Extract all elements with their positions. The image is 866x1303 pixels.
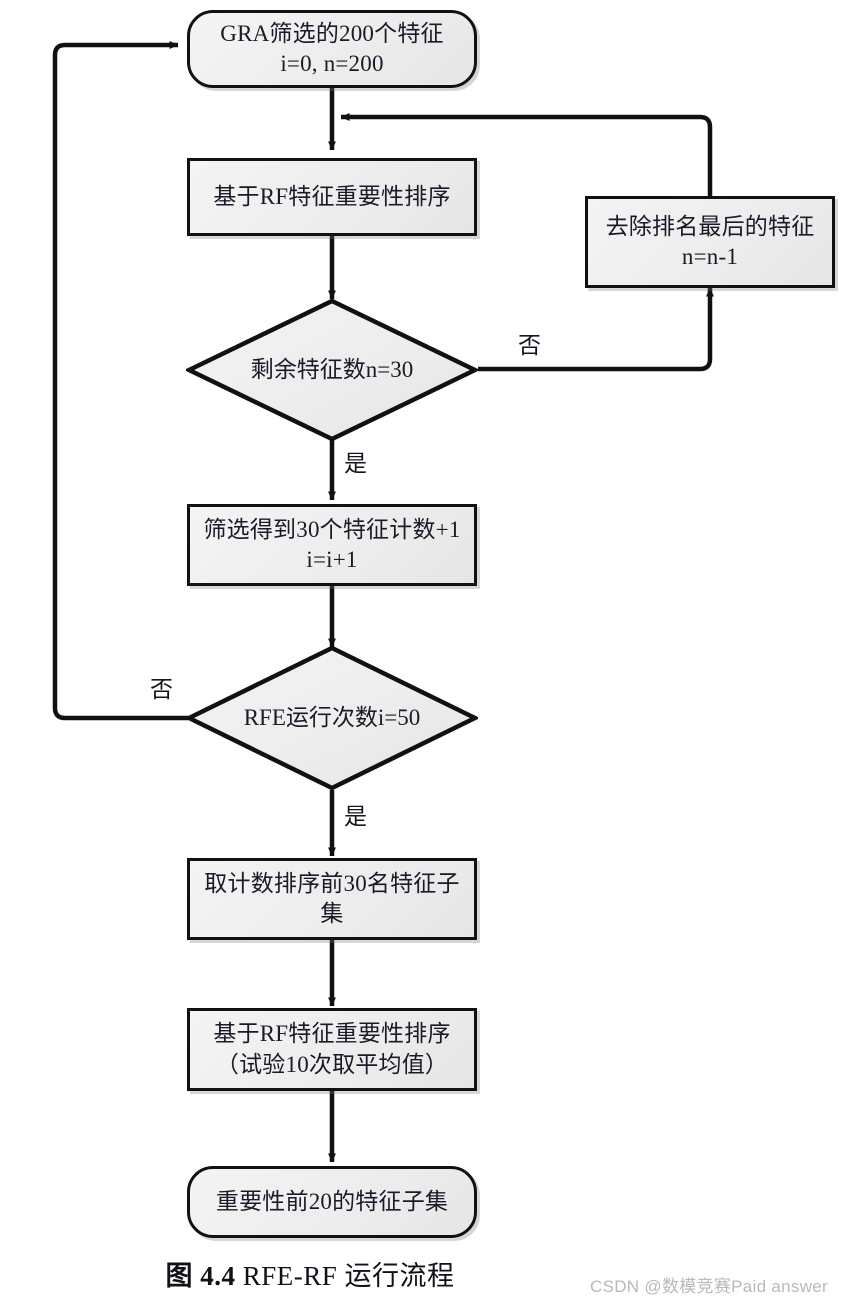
edge-label-check-n-no: 否 [518,333,541,358]
edge-check-i-no-to-start [52,41,188,721]
edge-label-check-i-no: 否 [150,677,173,702]
node-top30-subset-label: 取计数排序前30名特征子 集 [204,870,460,926]
node-check-n-label: 剩余特征数n=30 [250,357,414,383]
check-n-shape [186,298,478,442]
edge-check-n-no-to-remove-last [478,287,714,372]
node-top30-subset[interactable]: 取计数排序前30名特征子 集 [187,858,477,940]
node-remove-last[interactable]: 去除排名最后的特征 n=n-1 [585,196,835,288]
node-start-label: GRA筛选的200个特征 i=0, n=200 [220,20,444,76]
node-rf-rank-1-label: 基于RF特征重要性排序 [213,183,451,209]
node-end[interactable]: 重要性前20的特征子集 [187,1166,477,1238]
node-remove-last-label: 去除排名最后的特征 n=n-1 [605,213,815,269]
figure-caption-text: RFE-RF 运行流程 [242,1261,455,1291]
node-rf-rank-2[interactable]: 基于RF特征重要性排序 （试验10次取平均值） [187,1008,477,1091]
figure-caption-number: 图 4.4 [165,1261,236,1291]
watermark: CSDN @数模竞赛Paid answer [590,1277,828,1296]
node-check-i[interactable]: RFE运行次数i=50 [186,645,478,791]
edge-label-check-n-yes: 是 [344,451,367,476]
node-rf-rank-1[interactable]: 基于RF特征重要性排序 [187,158,477,236]
node-count-plus-label: 筛选得到30个特征计数+1 i=i+1 [203,516,461,572]
figure-caption: 图 4.4 RFE-RF 运行流程 [0,1254,620,1293]
node-end-label: 重要性前20的特征子集 [215,1188,449,1214]
node-check-i-label: RFE运行次数i=50 [243,705,421,731]
node-check-n[interactable]: 剩余特征数n=30 [186,298,478,442]
node-rf-rank-2-label: 基于RF特征重要性排序 （试验10次取平均值） [213,1021,451,1077]
check-i-shape [186,645,478,791]
node-start[interactable]: GRA筛选的200个特征 i=0, n=200 [187,10,477,88]
edge-label-check-i-yes: 是 [344,804,367,829]
node-count-plus[interactable]: 筛选得到30个特征计数+1 i=i+1 [187,504,477,586]
